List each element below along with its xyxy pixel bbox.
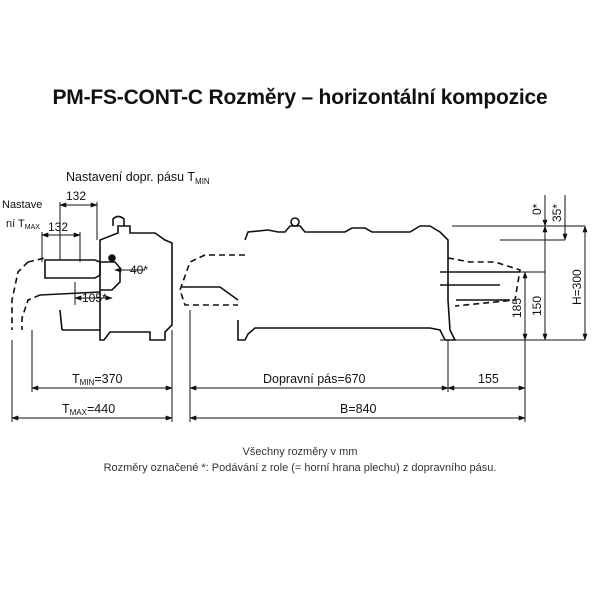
label-40: 40* — [130, 263, 148, 277]
label-132-top: 132 — [66, 189, 86, 203]
page-title: PM-FS-CONT-C Rozměry – horizontální komp… — [52, 86, 548, 109]
label-132-second: 132 — [48, 220, 68, 234]
conveyor-dashed-outline — [179, 254, 521, 307]
label-105: 105* — [82, 291, 107, 305]
label-tmax-setting-line1: Nastave — [2, 199, 42, 211]
label-tmin-setting: Nastavení dopr. pásu TMIN — [66, 170, 210, 186]
note-asterisk: Rozměry označené *: Podávání z role (= h… — [103, 462, 497, 474]
label-tmin-370: TMIN=370 — [72, 372, 123, 387]
feeder-machine — [11, 215, 173, 341]
feeder-dashed-outline — [11, 257, 46, 330]
label-185: 185 — [510, 298, 524, 318]
conveyor-belt-front — [182, 271, 520, 301]
feeder-roll-housing — [44, 259, 101, 279]
label-b-840: B=840 — [340, 402, 377, 416]
conveyor-machine — [179, 217, 521, 341]
label-0: 0* — [530, 203, 544, 215]
label-h-300: H=300 — [570, 269, 584, 305]
dimension-labels: Nastavení dopr. pásu TMIN Nastave ní TMA… — [2, 170, 584, 417]
conveyor-main-body — [237, 225, 457, 341]
label-tmax-setting-line2: ní TMAX — [6, 218, 40, 231]
label-150: 150 — [530, 296, 544, 316]
note-units: Všechny rozměry v mm — [242, 446, 358, 458]
label-tmax-440: TMAX=440 — [62, 402, 115, 417]
feeder-pivot — [108, 254, 116, 262]
label-conveyor-670: Dopravní pás=670 — [263, 372, 366, 386]
feeder-cam — [100, 261, 121, 291]
feeder-knob — [112, 215, 125, 226]
conveyor-knob — [290, 217, 300, 227]
label-35: 35* — [550, 204, 564, 222]
dimension-lines — [11, 195, 588, 422]
label-155: 155 — [478, 372, 499, 386]
feeder-body-outline — [99, 225, 173, 341]
feeder-lower-frame — [39, 291, 101, 331]
